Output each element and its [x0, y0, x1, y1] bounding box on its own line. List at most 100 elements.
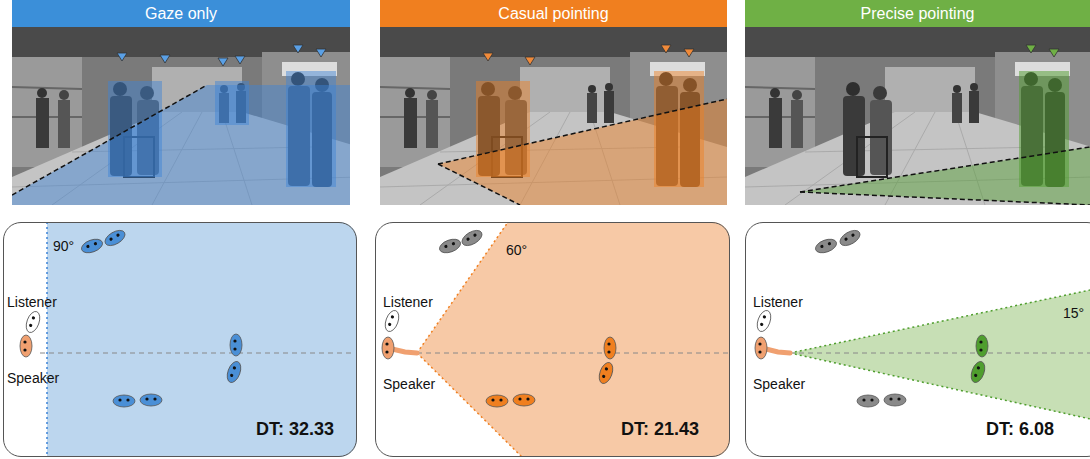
art-g — [117, 45, 326, 66]
art-use — [755, 337, 767, 359]
art-path — [218, 58, 228, 66]
text-anchor: DT: 6.08 — [986, 419, 1054, 440]
art-polygon — [790, 289, 1090, 420]
art-path — [392, 349, 417, 353]
text-anchor: 60° — [506, 241, 527, 259]
art-use — [976, 335, 988, 357]
diagram-panel: 60° ListenerSpeakerDT: 21.43 — [375, 222, 730, 457]
art-use — [884, 394, 906, 406]
diagram-panel: 90° ListenerSpeakerDT: 32.33 — [3, 222, 357, 457]
angle-label: 90° — [53, 238, 74, 254]
art-g — [80, 227, 244, 407]
text-anchor: Listener — [383, 293, 433, 311]
role-label: Listener — [7, 294, 57, 310]
art-use — [459, 227, 484, 248]
art-use — [20, 335, 32, 357]
art-line — [12, 85, 207, 195]
art-line — [790, 353, 1090, 354]
art-g — [438, 227, 485, 255]
header-band: Precise pointing — [745, 0, 1090, 27]
art-use — [814, 237, 839, 256]
art-use — [382, 337, 394, 359]
art-rect — [108, 81, 162, 177]
art-use — [604, 337, 616, 359]
text-anchor: DT: 21.43 — [621, 419, 699, 440]
text-anchor: Listener — [7, 293, 57, 311]
art-use — [80, 237, 105, 256]
art-g — [969, 335, 988, 384]
art-g — [1026, 45, 1059, 57]
art-line — [438, 99, 727, 164]
header-band: Casual pointing — [380, 0, 727, 27]
angle-label: 15° — [1063, 305, 1084, 321]
art-line — [800, 147, 1090, 192]
text-anchor: Listener — [753, 293, 803, 311]
art-use — [225, 360, 244, 385]
photo-casual — [380, 27, 727, 205]
art-path — [1049, 49, 1059, 57]
score-label: DT: 21.43 — [621, 419, 699, 439]
art-g — [12, 27, 350, 205]
art-use — [438, 237, 463, 256]
art-use — [486, 395, 508, 407]
angle-label: 60° — [506, 242, 527, 258]
header-text: Precise pointing — [861, 5, 975, 23]
text-anchor: 90° — [53, 237, 74, 255]
role-label: Speaker — [753, 376, 805, 392]
art-path — [1026, 45, 1036, 53]
art-line — [417, 353, 525, 457]
art-g — [745, 27, 1090, 205]
art-rect — [215, 81, 249, 125]
score-label: DT: 6.08 — [986, 419, 1054, 439]
art-path — [766, 349, 790, 353]
art-path — [525, 57, 535, 65]
casual-field — [382, 222, 730, 457]
art-line — [40, 353, 355, 354]
text-anchor: Speaker — [383, 375, 435, 393]
art-rect — [1019, 71, 1069, 187]
text-anchor: Speaker — [7, 369, 59, 387]
art-use — [12, 27, 350, 205]
art-use — [969, 360, 988, 385]
text-anchor: 15° — [1063, 304, 1084, 322]
art-path — [160, 55, 170, 63]
art-use — [24, 310, 43, 335]
role-label: Listener — [383, 294, 433, 310]
art-use — [383, 309, 402, 334]
art-use — [380, 27, 727, 205]
art-line — [46, 222, 48, 457]
art-rect — [476, 81, 530, 177]
art-use — [837, 227, 862, 248]
art-use — [755, 309, 774, 334]
art-path — [316, 49, 326, 57]
art-g — [380, 27, 727, 205]
header-text: Casual pointing — [498, 5, 608, 23]
art-g — [483, 45, 694, 65]
art-path — [661, 45, 671, 53]
diagram-panel: Listener 15° SpeakerDT: 6.08 — [745, 222, 1090, 457]
art-path — [684, 49, 694, 57]
gaze-field — [20, 222, 357, 457]
art-rect — [654, 71, 704, 187]
photo-gaze — [12, 27, 359, 205]
art-use — [102, 227, 127, 248]
header-text: Gaze only — [145, 5, 217, 23]
photo-precise — [745, 27, 1090, 205]
art-path — [235, 56, 245, 64]
art-use — [513, 394, 535, 406]
art-line — [438, 164, 520, 205]
text-anchor: Speaker — [753, 375, 805, 393]
art-use — [113, 395, 135, 407]
score-label: DT: 32.33 — [256, 419, 334, 439]
art-polygon — [417, 222, 730, 457]
header-band: Gaze only — [12, 0, 350, 27]
art-g — [486, 337, 616, 407]
art-line — [417, 353, 728, 354]
art-g — [814, 227, 906, 407]
art-use — [597, 361, 616, 386]
role-label: Speaker — [383, 376, 435, 392]
art-path — [483, 53, 493, 61]
art-line — [790, 353, 1090, 420]
